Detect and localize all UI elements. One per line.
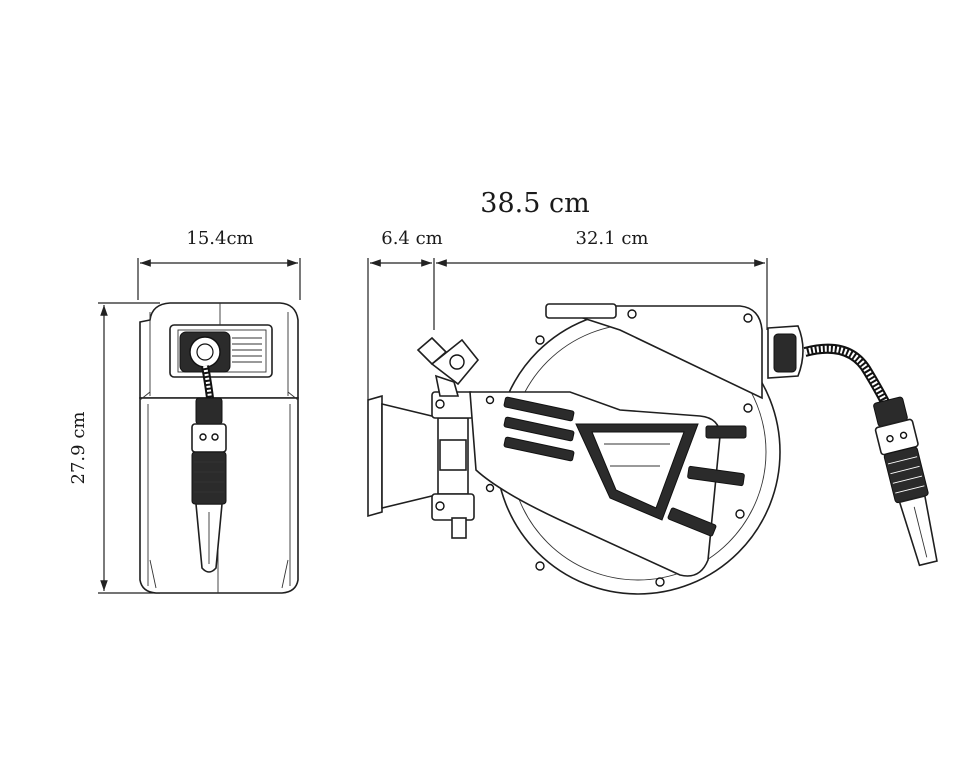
total-width-label: 38.5 cm	[480, 188, 589, 219]
front-width-label: 15.4cm	[186, 228, 253, 249]
reel-width-label: 32.1 cm	[576, 228, 649, 249]
dimension-lines	[98, 258, 768, 594]
side-view	[367, 303, 938, 595]
height-label: 27.9 cm	[68, 412, 89, 485]
front-view	[139, 302, 299, 594]
vent-slots	[503, 396, 747, 537]
bracket-depth-label: 6.4 cm	[381, 228, 443, 249]
